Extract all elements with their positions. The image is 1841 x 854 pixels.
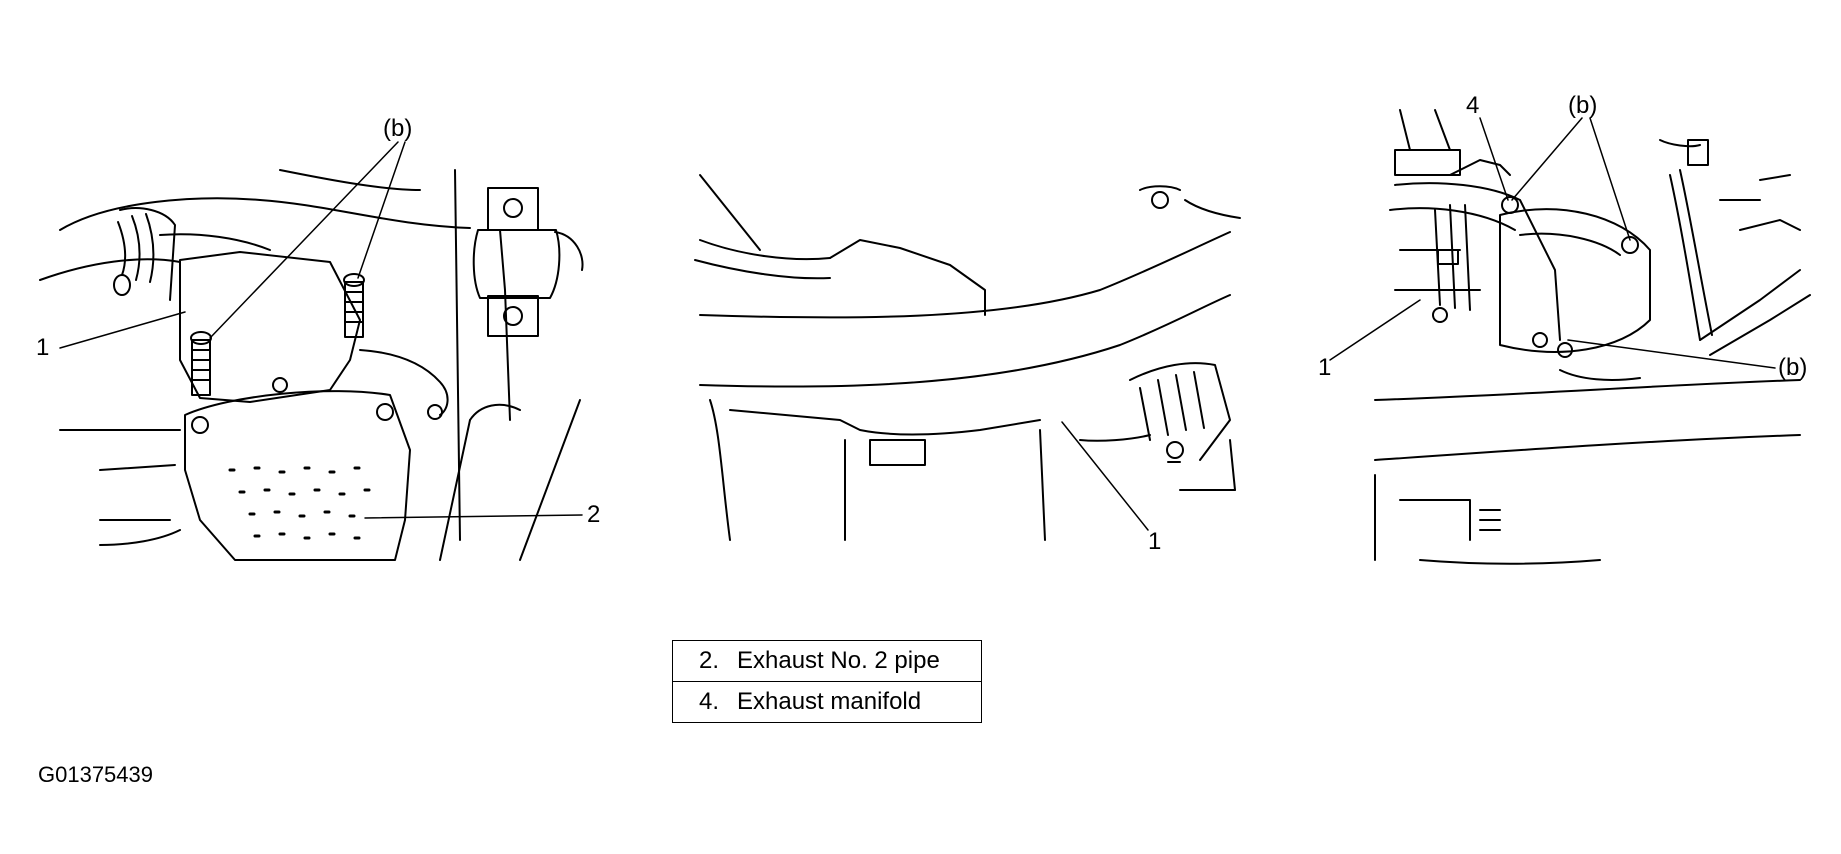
- legend-row: 2. Exhaust No. 2 pipe: [672, 640, 982, 682]
- legend-row: 4. Exhaust manifold: [672, 681, 982, 723]
- callout-right-b-side: (b): [1778, 354, 1808, 381]
- legend-number: 4.: [672, 681, 727, 723]
- callout-left-1: 1: [36, 334, 50, 361]
- legend-label: Exhaust No. 2 pipe: [727, 640, 982, 682]
- middle-panel-drawing: [694, 174, 1241, 541]
- callout-left-2: 2: [587, 501, 601, 528]
- legend-table: 2. Exhaust No. 2 pipe 4. Exhaust manifol…: [672, 640, 982, 723]
- callout-right-b-top: (b): [1568, 92, 1598, 119]
- callout-left-b: (b): [383, 115, 413, 142]
- stud-right: [343, 273, 365, 338]
- callout-mid-1: 1: [1148, 528, 1162, 555]
- figure-id: G01375439: [38, 762, 153, 787]
- leader-lines: [59, 117, 1776, 531]
- left-panel-drawing: [39, 169, 584, 561]
- stabilizer-bracket: [472, 187, 584, 337]
- legend-label: Exhaust manifold: [727, 681, 982, 723]
- legend-number: 2.: [672, 640, 727, 682]
- callout-right-4: 4: [1466, 92, 1480, 119]
- right-panel-drawing: [1374, 109, 1811, 565]
- callout-right-1: 1: [1318, 354, 1332, 381]
